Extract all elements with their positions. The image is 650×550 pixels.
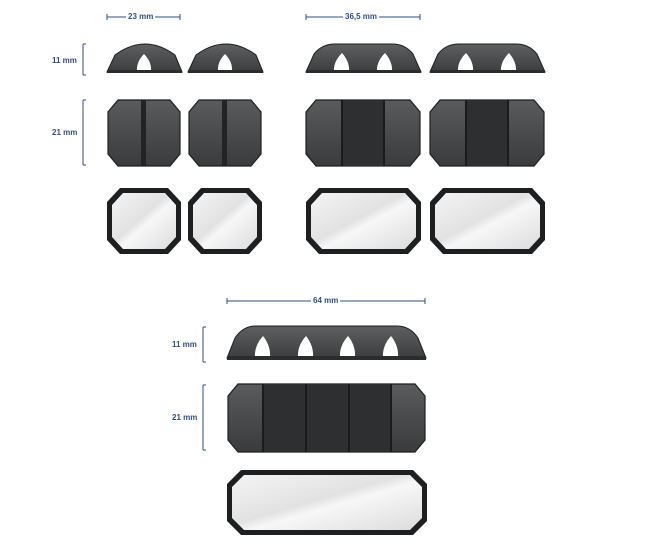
cable-slot	[339, 336, 356, 358]
cable-slot	[136, 54, 152, 72]
width-label-small: 23 mm	[126, 12, 156, 22]
clip-medium-a	[305, 43, 422, 254]
cable-slot	[217, 54, 233, 72]
clip-small-b	[187, 43, 264, 254]
height-label-body-large: 21 mm	[172, 413, 198, 422]
clip-top-view	[226, 325, 427, 359]
height-label-body: 21 mm	[52, 128, 78, 137]
cable-slot	[297, 336, 314, 358]
cable-slot	[333, 53, 350, 72]
clip-medium-b	[429, 43, 546, 254]
cable-slot	[254, 336, 271, 358]
cable-slot	[376, 53, 393, 72]
clip-top-view	[305, 43, 422, 73]
height-label-top: 11 mm	[52, 56, 77, 65]
clip-large	[226, 325, 427, 535]
clip-small-a	[106, 43, 183, 254]
height-label-top-large: 11 mm	[172, 340, 197, 349]
clip-top-view	[429, 43, 546, 73]
cable-slot	[382, 336, 399, 358]
width-label-medium: 36,5 mm	[343, 12, 380, 22]
width-label-large: 64 mm	[311, 296, 341, 306]
cable-slot	[500, 53, 517, 72]
cable-slot	[457, 53, 474, 72]
